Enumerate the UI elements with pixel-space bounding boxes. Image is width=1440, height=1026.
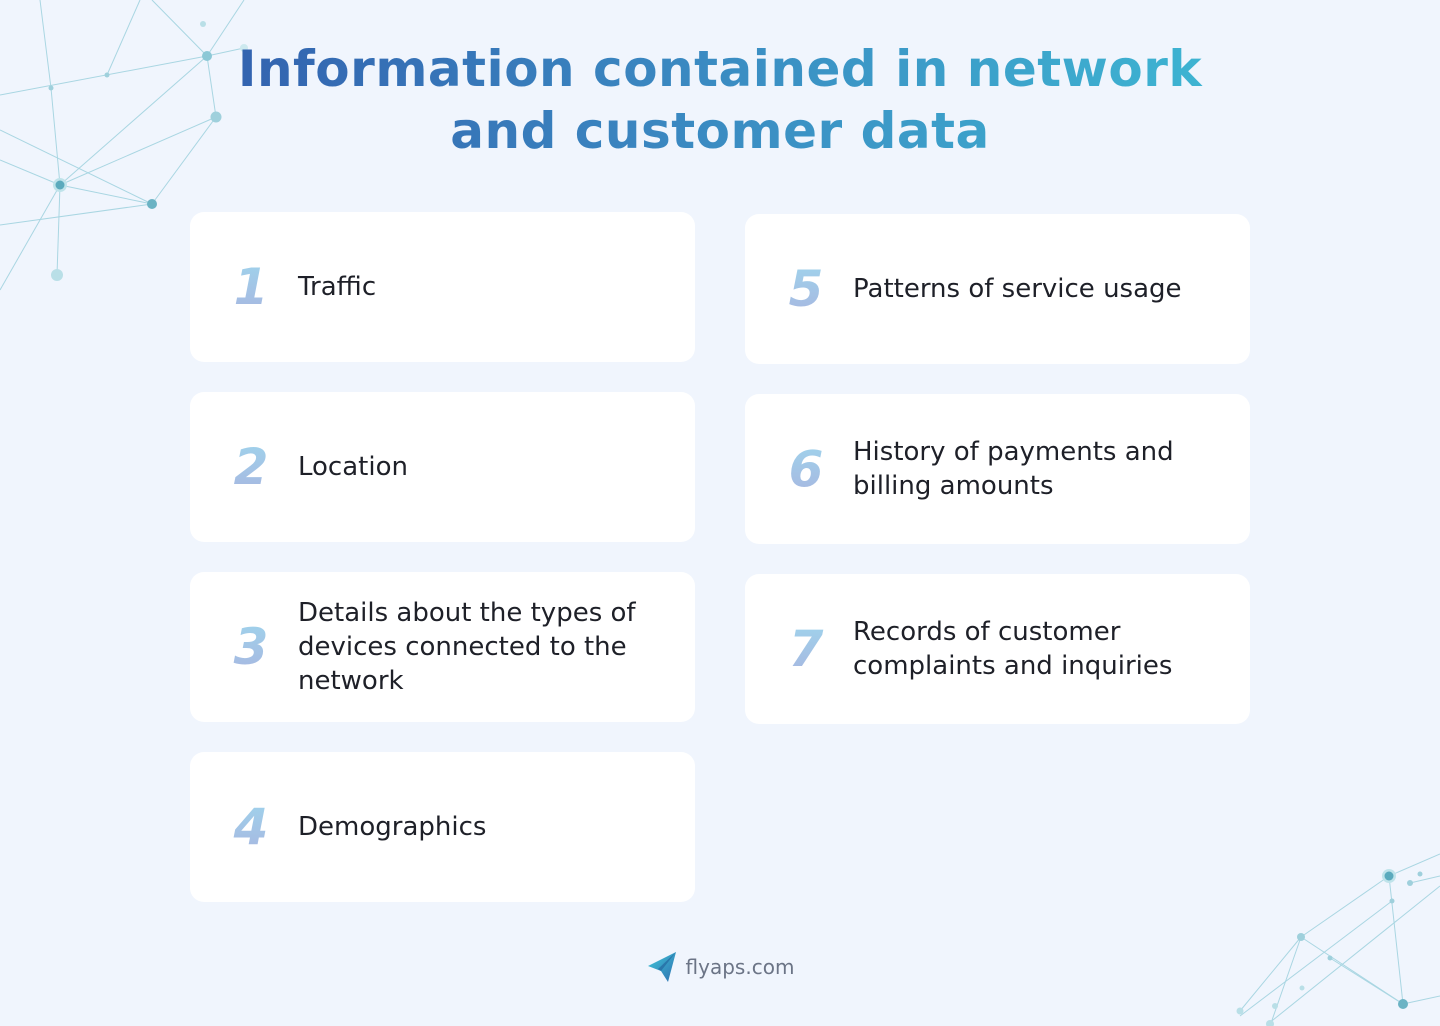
info-card-7: 7 Records of customer complaints and inq… [745,574,1250,724]
card-label: Location [298,452,408,482]
info-card-5: 5 Patterns of service usage [745,214,1250,364]
card-number: 4 [228,798,274,856]
card-label: Demographics [298,812,487,842]
card-number: 5 [783,260,829,318]
info-card-3: 3 Details about the types of devices con… [190,572,695,722]
card-number: 1 [228,258,274,316]
network-decoration-bottom-right [1236,853,1440,1026]
card-number: 7 [783,620,829,678]
page-title-line-1: Information contained in network [237,40,1203,98]
card-label: History of payments and billing amounts [853,437,1174,501]
card-number: 2 [228,438,274,496]
card-label: Details about the types of devices conne… [298,598,636,696]
info-card-6: 6 History of payments and billing amount… [745,394,1250,544]
page-title-line-2: and customer data [450,102,990,160]
info-card-2: 2 Location [190,392,695,542]
card-label: Patterns of service usage [853,274,1182,304]
card-label: Traffic [298,272,377,302]
brand-link[interactable]: flyaps.com [685,955,795,979]
card-label: Records of customer complaints and inqui… [853,617,1173,681]
info-card-1: 1 Traffic [190,212,695,362]
info-card-4: 4 Demographics [190,752,695,902]
page-title: Information contained in network and cus… [0,38,1440,162]
card-number: 6 [783,440,829,498]
paper-plane-icon [647,952,676,982]
footer: flyaps.com [0,950,1440,984]
card-number: 3 [228,618,274,676]
